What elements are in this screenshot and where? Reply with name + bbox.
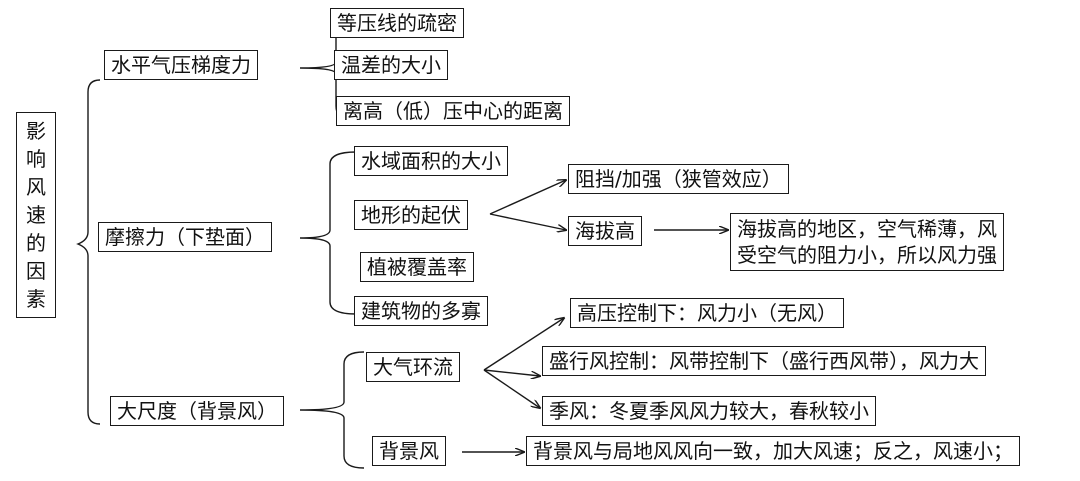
node-friction: 摩擦力（下垫面） [98,222,272,252]
node-background-note: 背景风与局地风风向一致，加大风速；反之，风速小； [526,436,1020,466]
node-altitude-note: 海拔高的地区，空气稀薄，风 受空气的阻力小，所以风力强 [730,213,1004,271]
node-pressure-center-distance: 离高（低）压中心的距离 [336,96,570,126]
root-brace [76,79,101,425]
node-background-wind: 背景风 [372,436,446,466]
arrow-circulation-high [483,318,564,371]
root-node: 影 响 风 速 的 因 素 [16,112,56,318]
node-prevailing-wind: 盛行风控制：风带控制下（盛行西风带），风力大 [542,346,986,376]
node-altitude: 海拔高 [568,216,642,246]
root-char: 因 [26,259,46,283]
node-terrain-relief: 地形的起伏 [354,200,468,230]
node-large-scale: 大尺度（背景风） [110,396,284,426]
arrow-terrain-block [489,180,566,215]
altitude-note-line: 受空气的阻力小，所以风力强 [737,243,997,267]
node-high-pressure: 高压控制下：风力小（无风） [570,298,844,328]
node-monsoon: 季风：冬夏季风风力较大，春秋较小 [542,396,876,426]
node-block-enhance: 阻挡/加强（狭管效应） [568,164,789,194]
node-vegetation-cover: 植被覆盖率 [360,252,474,282]
large-scale-brace [299,351,365,469]
root-char: 影 [26,119,46,143]
node-circulation: 大气环流 [366,352,460,382]
node-isobar-density: 等压线的疏密 [330,8,464,38]
node-pressure-gradient: 水平气压梯度力 [104,50,258,80]
root-char: 素 [26,287,46,311]
arrow-circulation-prevailing [483,369,540,376]
node-temperature-diff: 温差的大小 [334,50,448,80]
root-char: 速 [26,203,46,227]
node-buildings: 建筑物的多寡 [354,296,488,326]
root-char: 风 [26,175,46,199]
friction-brace [299,151,357,315]
altitude-note-line: 海拔高的地区，空气稀薄，风 [737,217,997,241]
arrow-circulation-monsoon [483,369,540,408]
root-char: 的 [26,231,46,255]
root-char: 响 [26,147,46,171]
arrow-terrain-altitude [489,213,566,230]
node-water-area: 水域面积的大小 [354,146,508,176]
